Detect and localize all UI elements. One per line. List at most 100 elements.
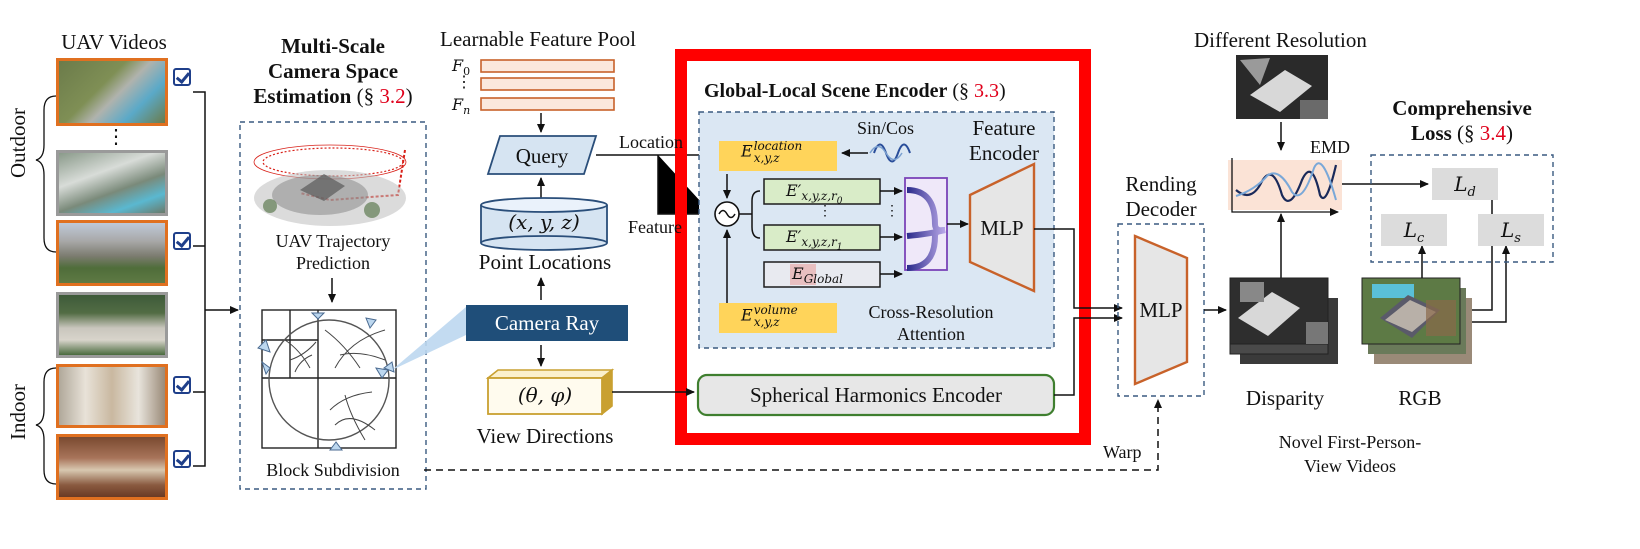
- query-label: Query: [515, 144, 569, 168]
- e-global-subscript: Global: [803, 272, 844, 287]
- e-global-letter: E: [792, 264, 804, 283]
- msce-title: Multi-Scale Camera Space Estimation (§ 3…: [240, 34, 426, 109]
- loss-title-line1: Comprehensive: [1392, 96, 1532, 120]
- check-icon: [173, 232, 191, 250]
- emd-label: EMD: [1310, 137, 1350, 157]
- resolution-image: [1236, 55, 1328, 119]
- feature-encoder-mlp: [968, 162, 1036, 293]
- warp-line: [424, 399, 1162, 471]
- msce-box: [239, 121, 427, 490]
- decoder-mlp: [1133, 234, 1189, 386]
- novel-view-label: Novel First-Person- View Videos: [1230, 430, 1470, 478]
- e-r1-subscript: x,y,z,r: [801, 235, 837, 250]
- encoder-title: Global-Local Scene Encoder (§ 3.3): [704, 80, 1006, 103]
- feature-encoder-line2: Encoder: [969, 141, 1039, 165]
- check-icon: [173, 450, 191, 468]
- e-r1-letter: E′: [786, 227, 802, 246]
- novel-view-line2: View Videos: [1304, 456, 1396, 476]
- msce-ref-number: 3.2: [379, 84, 406, 108]
- f0-subscript: 0: [463, 65, 471, 79]
- e-dots: ⋮: [818, 204, 832, 219]
- e-r0-sub-subscript: 0: [836, 196, 843, 207]
- disparity-label: Disparity: [1245, 386, 1325, 410]
- e-volume-subscript: x,y,z: [753, 315, 780, 329]
- video-dots: ⋮: [106, 126, 126, 148]
- point-locations-label: Point Locations: [478, 250, 612, 274]
- msce-title-line3-text: Estimation: [253, 84, 352, 108]
- cross-resolution-attention-label: Cross-Resolution Attention: [846, 301, 1016, 345]
- e-r1-label: E′x,y,z,r1: [786, 227, 843, 253]
- e-location-superscript: location: [753, 139, 803, 153]
- view-dir-box: [485, 368, 615, 416]
- fn-label: Fn: [452, 95, 470, 117]
- fn-letter: F: [452, 95, 464, 114]
- decoder-mlp-label: MLP: [1139, 298, 1183, 322]
- trajectory-label-line1: UAV Trajectory: [275, 231, 391, 251]
- loss-ls-subscript: s: [1514, 231, 1521, 246]
- trajectory-label-line2: Prediction: [296, 253, 370, 273]
- feature-pool-bars: [480, 59, 615, 111]
- video-thumb-outdoor-3: [56, 220, 168, 286]
- f-dots: ⋮: [456, 74, 472, 91]
- cra-line1: Cross-Resolution: [868, 302, 994, 322]
- e-volume-letter: E: [741, 305, 753, 325]
- feature-pool-title: Learnable Feature Pool: [440, 27, 636, 51]
- attention-dots: ⋮: [885, 204, 899, 219]
- feature-encoder-mlp-label: MLP: [980, 216, 1024, 240]
- query-shape: [486, 135, 598, 175]
- sincos-label: Sin/Cos: [857, 118, 915, 138]
- trajectory-label: UAV Trajectory Prediction: [240, 230, 426, 274]
- e-global-label: EGlobal: [792, 264, 843, 286]
- e-r0-label: E′x,y,z,r0: [786, 181, 843, 207]
- e-location-subscript: x,y,z: [753, 151, 780, 165]
- e-r0-subscript: x,y,z,r: [801, 189, 837, 204]
- xyz-label: (x, y, z): [508, 210, 580, 234]
- camera-ray-callout: [392, 307, 466, 370]
- view-directions-label: View Directions: [476, 424, 614, 448]
- video-connectors: [193, 91, 239, 467]
- loss-lc: Lc: [1381, 218, 1447, 246]
- loss-ld-subscript: d: [1467, 185, 1476, 200]
- loss-title-line2-text: Loss: [1410, 121, 1452, 145]
- block-subdivision-sketch: [257, 309, 397, 451]
- emd-plot-bg: [1228, 160, 1342, 210]
- encoder-title-text: Global-Local Scene Encoder: [704, 80, 948, 102]
- outdoor-brace: [35, 95, 57, 253]
- loss-title: Comprehensive Loss (§ 3.4): [1371, 96, 1553, 146]
- rgb-images: [1361, 277, 1472, 364]
- loss-title-line2: Loss (§ 3.4): [1371, 121, 1553, 146]
- msce-ref-suffix: ): [405, 84, 413, 108]
- decoder-title: Rending Decoder: [1108, 172, 1214, 222]
- video-thumb-indoor-2: [56, 434, 168, 500]
- loss-lc-subscript: c: [1417, 231, 1425, 246]
- different-resolution-label: Different Resolution: [1194, 28, 1367, 52]
- indoor-label: Indoor: [6, 384, 30, 440]
- msce-title-line3: Estimation (§ 3.2): [240, 84, 426, 109]
- loss-ld: Ld: [1432, 172, 1498, 200]
- feature-encoder-label: Feature Encoder: [954, 116, 1054, 166]
- e-r1-sub-subscript: 1: [836, 242, 843, 253]
- video-thumb-outdoor-4: [56, 292, 168, 358]
- camera-ray-box: [466, 305, 628, 341]
- loss-ls: Ls: [1478, 218, 1544, 246]
- e-r0-letter: E′: [786, 181, 802, 200]
- video-thumb-indoor-1: [56, 364, 168, 428]
- camera-ray-label: Camera Ray: [494, 311, 600, 335]
- loss-ls-letter: L: [1501, 218, 1515, 242]
- cra-line2: Attention: [897, 324, 965, 344]
- f0-letter: F: [452, 56, 464, 75]
- fn-subscript: n: [463, 104, 471, 118]
- decoder-title-line2: Decoder: [1125, 197, 1197, 221]
- encoder-ref-suffix: ): [999, 80, 1006, 102]
- disparity-images: [1229, 277, 1338, 364]
- decoder-title-line1: Rending: [1125, 172, 1197, 196]
- loss-ref-number: 3.4: [1479, 121, 1507, 145]
- loss-ld-letter: L: [1454, 172, 1468, 196]
- novel-view-line1: Novel First-Person-: [1278, 432, 1422, 452]
- feature-encoder-line1: Feature: [972, 116, 1036, 140]
- loss-ref-prefix: (§: [1457, 121, 1480, 145]
- msce-title-line1: Multi-Scale: [281, 34, 385, 58]
